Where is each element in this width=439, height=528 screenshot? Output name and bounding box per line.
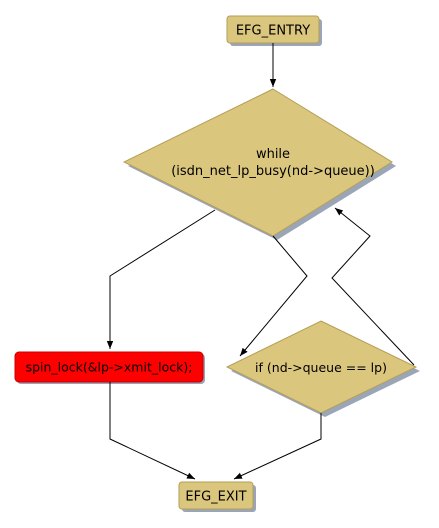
edge-if-to-exit xyxy=(233,413,322,480)
spin-lock-node: spin_lock(&lp->xmit_lock); xyxy=(14,351,205,384)
edge-while-to-if xyxy=(239,235,308,357)
while-condition-diamond xyxy=(122,88,393,237)
while-condition-label-line2: (isdn_net_lp_busy(nd->queue)) xyxy=(171,164,375,179)
while-condition-node: while (isdn_net_lp_busy(nd->queue)) xyxy=(122,88,396,240)
entry-node-label: EFG_ENTRY xyxy=(236,24,310,39)
if-condition-node: if (nd->queue == lp) xyxy=(225,320,420,417)
spin-lock-node-box xyxy=(14,351,204,383)
edge-if-back-to-while xyxy=(331,207,415,366)
exit-node-label: EFG_EXIT xyxy=(185,490,246,505)
while-condition-label-line1: while xyxy=(256,147,290,162)
spin-lock-node-label: spin_lock(&lp->xmit_lock); xyxy=(26,360,193,375)
exit-node-box xyxy=(178,481,254,510)
edge-while-to-spin-lock xyxy=(106,209,216,349)
entry-node: EFG_ENTRY xyxy=(226,15,322,46)
if-condition-label: if (nd->queue == lp) xyxy=(255,360,387,375)
edge-spin-lock-to-exit xyxy=(109,382,196,480)
exit-node: EFG_EXIT xyxy=(178,481,256,512)
